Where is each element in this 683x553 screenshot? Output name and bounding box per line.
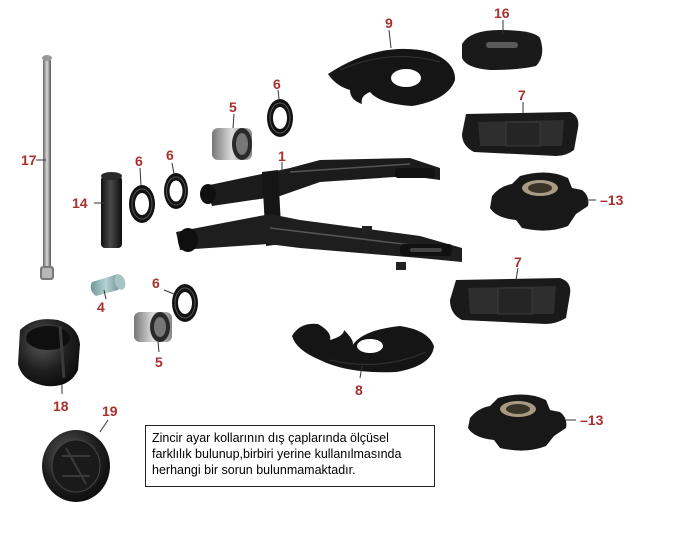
callout-6-d: 6 [152, 275, 160, 291]
callout-6-a: 6 [135, 153, 143, 169]
note-line-2: farklılık bulunup,birbiri yerine kullanı… [152, 447, 402, 461]
callout-17: 17 [21, 152, 37, 168]
rubber-block-part-16 [462, 30, 543, 70]
bushing-part-4 [90, 274, 126, 296]
seal-ring-part-6a [129, 185, 155, 223]
swingarm-part-1 [176, 158, 462, 270]
note-box: Zincir ayar kollarının dış çaplarında öl… [145, 425, 435, 487]
note-line-3: herhangi bir sorun bulunmamaktadır. [152, 463, 356, 477]
callout-8: 8 [355, 382, 363, 398]
rubber-pad-part-7b [450, 278, 571, 324]
seal-ring-part-6c [267, 99, 293, 137]
callout-5-a: 5 [229, 99, 237, 115]
needle-bearing-part-5a [212, 128, 252, 160]
callout-13-a: –13 [600, 192, 624, 208]
chain-adjuster-plate-part-9 [328, 48, 456, 106]
callout-1: 1 [278, 148, 286, 164]
note-line-1: Zincir ayar kollarının dış çaplarında öl… [152, 431, 389, 445]
callout-16: 16 [494, 5, 510, 21]
callout-13-b: –13 [580, 412, 604, 428]
callout-19: 19 [102, 403, 118, 419]
seal-ring-part-6d [172, 284, 198, 322]
callout-9: 9 [385, 15, 393, 31]
callout-18: 18 [53, 398, 69, 414]
callout-6-c: 6 [273, 76, 281, 92]
callout-14: 14 [72, 195, 88, 211]
callout-7-b: 7 [514, 254, 522, 270]
chain-adjuster-plate-part-8 [292, 323, 434, 373]
needle-bearing-part-5b [134, 312, 172, 342]
leader-lines [36, 20, 596, 433]
callout-5-b: 5 [155, 354, 163, 370]
axle-shaft-part-17 [40, 55, 54, 280]
seal-ring-part-6b [164, 173, 188, 209]
callout-4: 4 [97, 299, 105, 315]
cap-part-18 [18, 319, 80, 387]
spacer-tube-part-14 [101, 172, 122, 248]
rubber-pad-part-7a [462, 112, 579, 156]
callout-7-a: 7 [518, 87, 526, 103]
callout-6-b: 6 [166, 147, 174, 163]
chain-adjuster-part-13b [468, 394, 567, 451]
chain-adjuster-part-13a [490, 172, 589, 231]
round-cover-part-19 [42, 430, 110, 502]
